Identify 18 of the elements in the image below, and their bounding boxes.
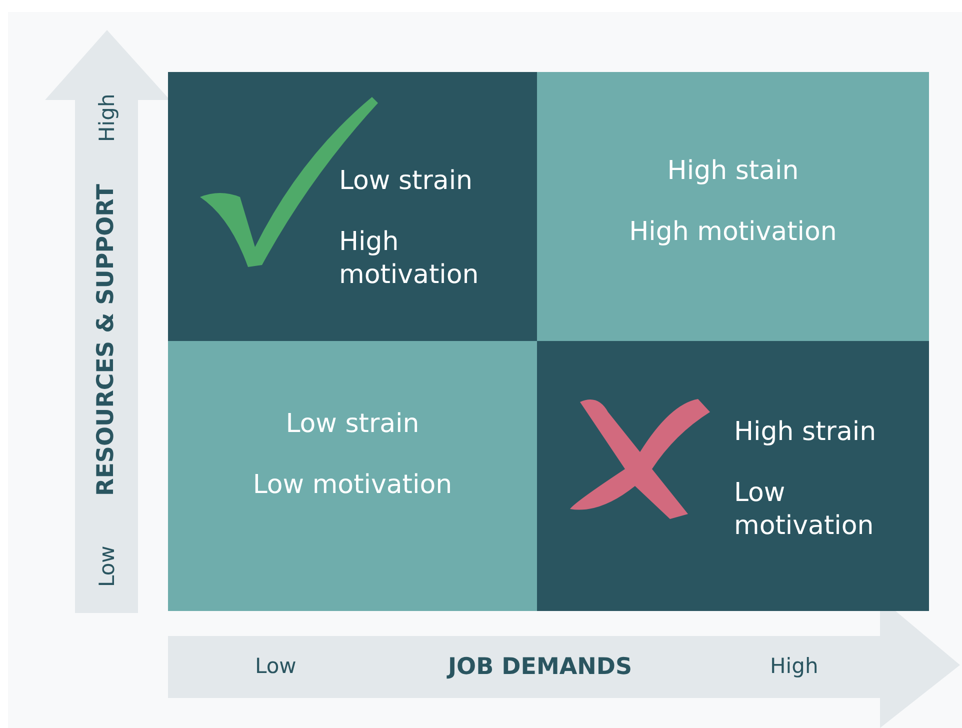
quadrant-text: Low strain: [284, 408, 420, 440]
quadrant-panel: [537, 72, 929, 341]
quadrant-text: High stain: [666, 155, 800, 188]
quadrant-text: Low motivation: [734, 477, 875, 542]
quadrant-text: High strain: [734, 416, 878, 448]
quadrant-text: Low motivation: [252, 469, 454, 502]
axis-title: JOB DEMANDS: [448, 654, 632, 680]
quadrant-text: High motivation: [339, 226, 480, 291]
quadrant-text: High motivation: [628, 216, 838, 248]
axis-end-label: High: [770, 654, 818, 678]
axis-end-label: Low: [255, 654, 296, 678]
quadrant-panel: [168, 341, 537, 611]
axis-title: RESOURCES & SUPPORT: [93, 182, 119, 498]
quadrant-text: Low strain: [339, 165, 474, 198]
axis-end-label: Low: [95, 544, 119, 589]
axis-end-label: High: [95, 92, 119, 144]
quadrant-panel: [168, 72, 537, 341]
quadrant-panel: [537, 341, 929, 611]
